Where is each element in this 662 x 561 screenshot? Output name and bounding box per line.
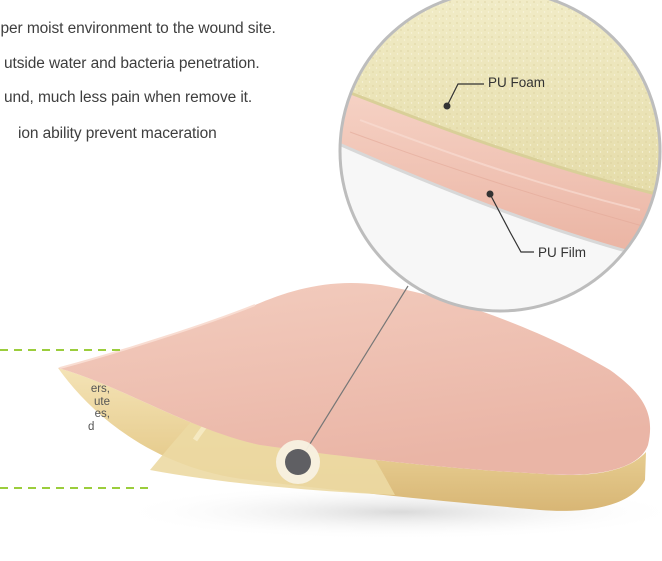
side-note-line-1: ers, xyxy=(0,383,110,396)
side-note-line-4: d xyxy=(0,421,110,434)
feature-line-4: ion ability prevent maceration xyxy=(18,125,217,143)
side-note: ers, ute es, d xyxy=(0,383,110,433)
pu-film-label: PU Film xyxy=(538,245,586,260)
feature-line-3: und, much less pain when remove it. xyxy=(4,89,252,107)
feature-line-1: oper moist environment to the wound site… xyxy=(0,20,276,38)
side-note-line-2: ute xyxy=(0,396,110,409)
pu-foam-label: PU Foam xyxy=(488,75,545,90)
focus-dot xyxy=(285,449,311,475)
magnifier-content xyxy=(330,0,662,330)
side-note-line-3: es, xyxy=(0,408,110,421)
feature-line-2: utside water and bacteria penetration. xyxy=(4,55,260,73)
